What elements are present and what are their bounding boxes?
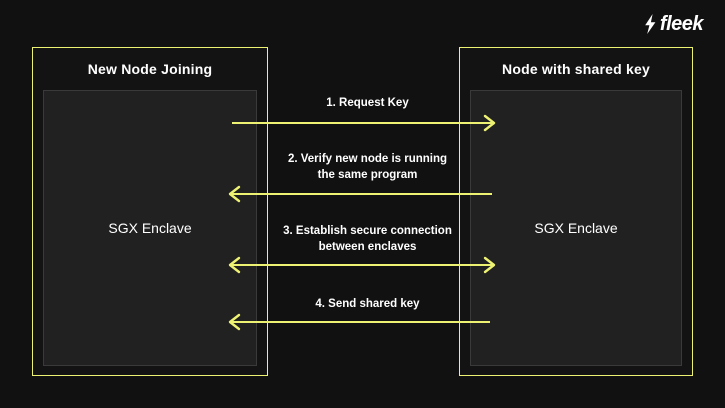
message-1-label: 1. Request Key <box>326 97 409 109</box>
lightning-bolt-icon <box>645 14 656 34</box>
message-2-arrow-left <box>228 185 492 203</box>
message-1-arrow-right <box>232 114 496 132</box>
message-3-arrow-bidirectional <box>228 256 496 274</box>
enclave-label-right: SGX Enclave <box>534 219 618 236</box>
message-3-label: 3. Establish secure connection between e… <box>283 225 452 253</box>
enclave-label-left: SGX Enclave <box>108 219 192 236</box>
brand-name: fleek <box>659 13 704 35</box>
message-4-label: 4. Send shared key <box>315 298 420 310</box>
message-2-label: 2. Verify new node is running the same p… <box>287 153 448 181</box>
panel-node-with-shared-key: Node with shared key SGX Enclave <box>459 47 693 376</box>
enclave-box-left: SGX Enclave <box>43 90 257 366</box>
panel-title-right: Node with shared key <box>502 61 650 77</box>
panel-title-left: New Node Joining <box>87 61 213 77</box>
message-4-arrow-left <box>228 313 490 331</box>
enclave-box-right: SGX Enclave <box>470 90 682 366</box>
panel-new-node-joining: New Node Joining SGX Enclave <box>32 47 268 376</box>
fleek-logo: fleek <box>643 13 704 35</box>
